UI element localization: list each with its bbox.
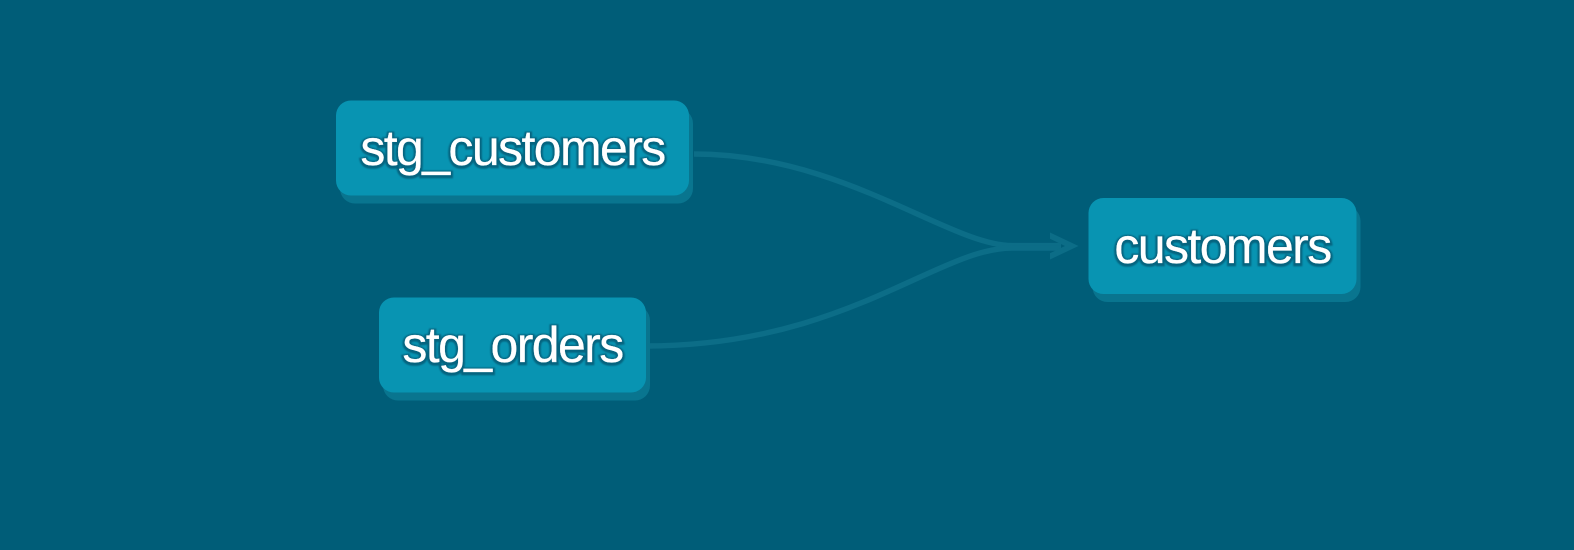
svg-text:stg_customers: stg_customers (360, 121, 665, 177)
svg-text:customers: customers (1114, 218, 1331, 274)
svg-text:stg_orders: stg_orders (402, 318, 623, 374)
svg-text:stg_customers: stg_customers (360, 120, 665, 176)
svg-text:stg_orders: stg_orders (402, 317, 623, 373)
svg-text:customers: customers (1114, 219, 1331, 275)
